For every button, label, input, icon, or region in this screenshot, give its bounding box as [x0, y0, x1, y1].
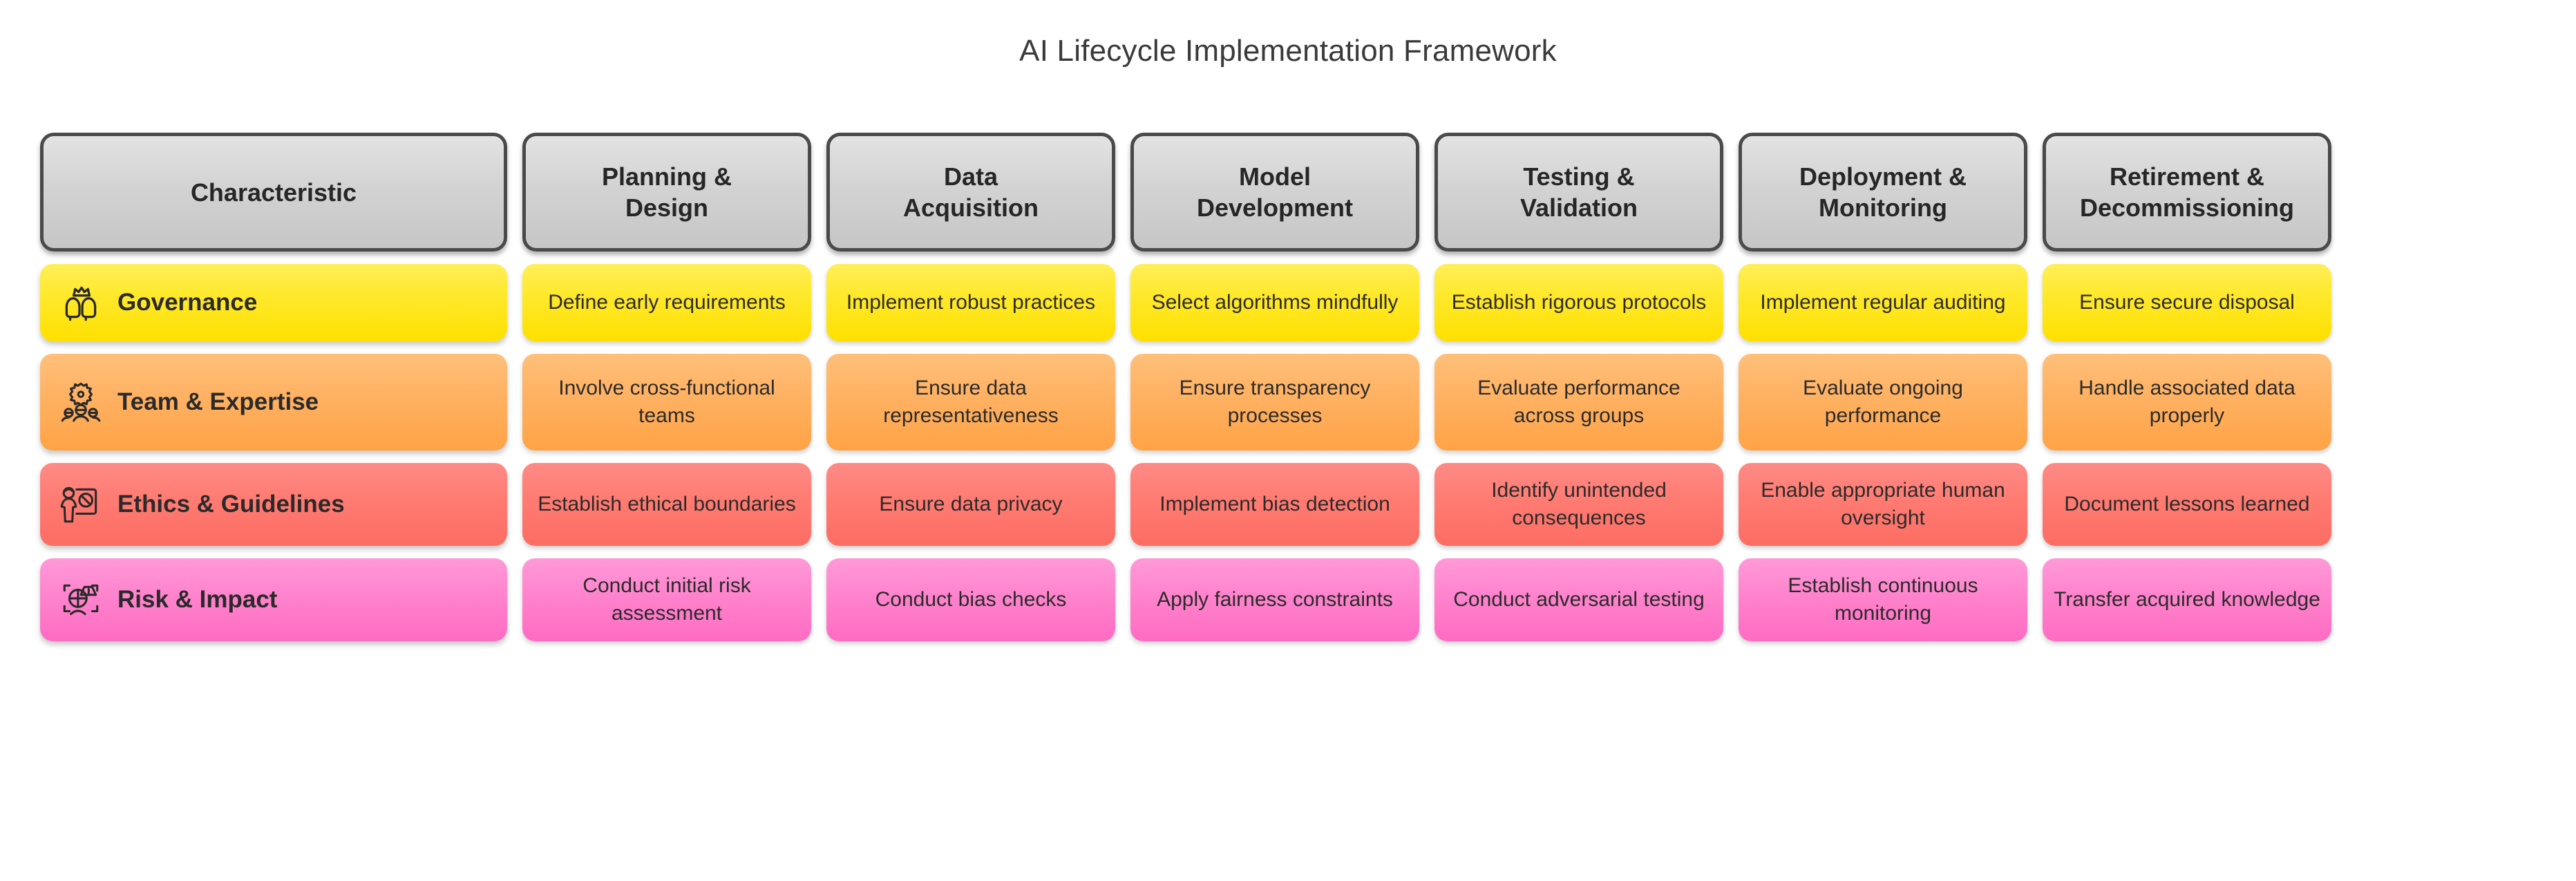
cell-risk-retirement-decommissioning[interactable]: Transfer acquired knowledge — [2043, 558, 2331, 641]
cell-governance-data-acquisition[interactable]: Implement robust practices — [826, 264, 1115, 341]
column-header-label-line2: Design — [625, 193, 709, 222]
cell-risk-data-acquisition[interactable]: Conduct bias checks — [826, 558, 1115, 641]
column-header-label-line2: Acquisition — [903, 193, 1039, 222]
person-prohibited-icon — [58, 482, 104, 527]
row-label-text: Governance — [117, 289, 258, 316]
column-header-characteristic[interactable]: Characteristic — [40, 133, 507, 252]
column-header-label-line1: Testing & — [1523, 162, 1635, 191]
cell-ethics-retirement-decommissioning[interactable]: Document lessons learned — [2043, 463, 2331, 546]
cell-risk-planning-design[interactable]: Conduct initial risk assessment — [522, 558, 811, 641]
row-label-text: Risk & Impact — [117, 586, 278, 613]
cell-team-planning-design[interactable]: Involve cross-functional teams — [522, 354, 811, 451]
row-label-governance[interactable]: Governance — [40, 264, 507, 341]
matrix-row-risk-impact: Risk & Impact Conduct initial risk asses… — [40, 558, 2536, 641]
cell-risk-testing-validation[interactable]: Conduct adversarial testing — [1434, 558, 1723, 641]
column-header-retirement-decommissioning[interactable]: Retirement & Decommissioning — [2043, 133, 2331, 252]
row-label-risk-impact[interactable]: Risk & Impact — [40, 558, 507, 641]
cell-governance-model-development[interactable]: Select algorithms mindfully — [1130, 264, 1419, 341]
row-label-team-expertise[interactable]: Team & Expertise — [40, 354, 507, 451]
column-header-testing-validation[interactable]: Testing & Validation — [1434, 133, 1723, 252]
risk-scan-warning-icon — [58, 577, 104, 623]
gear-people-icon — [58, 379, 104, 425]
column-header-planning-design[interactable]: Planning & Design — [522, 133, 811, 252]
column-header-label-line1: Model — [1239, 162, 1311, 191]
column-header-label-line1: Retirement & — [2109, 162, 2265, 191]
column-header-label: Characteristic — [190, 178, 357, 207]
cell-team-retirement-decommissioning[interactable]: Handle associated data properly — [2043, 354, 2331, 451]
column-header-label-line2: Validation — [1519, 193, 1638, 222]
column-header-label-line2: Monitoring — [1819, 193, 1947, 222]
column-header-deployment-monitoring[interactable]: Deployment & Monitoring — [1739, 133, 2027, 252]
cell-governance-planning-design[interactable]: Define early requirements — [522, 264, 811, 341]
column-header-label-line1: Deployment & — [1799, 162, 1967, 191]
row-label-ethics-guidelines[interactable]: Ethics & Guidelines — [40, 463, 507, 546]
cell-ethics-deployment-monitoring[interactable]: Enable appropriate human oversight — [1739, 463, 2027, 546]
cell-ethics-testing-validation[interactable]: Identify unintended consequences — [1434, 463, 1723, 546]
page-title: AI Lifecycle Implementation Framework — [1019, 34, 1557, 68]
column-header-label-line1: Data — [943, 162, 998, 191]
column-header-label-line1: Planning & — [602, 162, 732, 191]
framework-matrix: Characteristic Planning & Design Data Ac… — [40, 133, 2536, 654]
column-header-label-line2: Development — [1196, 193, 1354, 222]
matrix-row-team-expertise: Team & Expertise Involve cross-functiona… — [40, 354, 2536, 451]
cell-team-model-development[interactable]: Ensure transparency processes — [1130, 354, 1419, 451]
cell-team-deployment-monitoring[interactable]: Evaluate ongoing performance — [1739, 354, 2027, 451]
cell-governance-retirement-decommissioning[interactable]: Ensure secure disposal — [2043, 264, 2331, 341]
cell-ethics-data-acquisition[interactable]: Ensure data privacy — [826, 463, 1115, 546]
cell-governance-deployment-monitoring[interactable]: Implement regular auditing — [1739, 264, 2027, 341]
cell-ethics-model-development[interactable]: Implement bias detection — [1130, 463, 1419, 546]
matrix-row-ethics-guidelines: Ethics & Guidelines Establish ethical bo… — [40, 463, 2536, 546]
cell-risk-deployment-monitoring[interactable]: Establish continuous monitoring — [1739, 558, 2027, 641]
matrix-row-governance: Governance Define early requirements Imp… — [40, 264, 2536, 341]
matrix-header-row: Characteristic Planning & Design Data Ac… — [40, 133, 2536, 252]
column-header-model-development[interactable]: Model Development — [1130, 133, 1419, 252]
row-label-text: Ethics & Guidelines — [117, 491, 345, 518]
column-header-data-acquisition[interactable]: Data Acquisition — [826, 133, 1115, 252]
column-header-label-line2: Decommissioning — [2079, 193, 2295, 222]
cell-ethics-planning-design[interactable]: Establish ethical boundaries — [522, 463, 811, 546]
cell-risk-model-development[interactable]: Apply fairness constraints — [1130, 558, 1419, 641]
people-crown-icon — [58, 280, 104, 325]
cell-team-data-acquisition[interactable]: Ensure data representativeness — [826, 354, 1115, 451]
cell-team-testing-validation[interactable]: Evaluate performance across groups — [1434, 354, 1723, 451]
cell-governance-testing-validation[interactable]: Establish rigorous protocols — [1434, 264, 1723, 341]
row-label-text: Team & Expertise — [117, 388, 319, 415]
